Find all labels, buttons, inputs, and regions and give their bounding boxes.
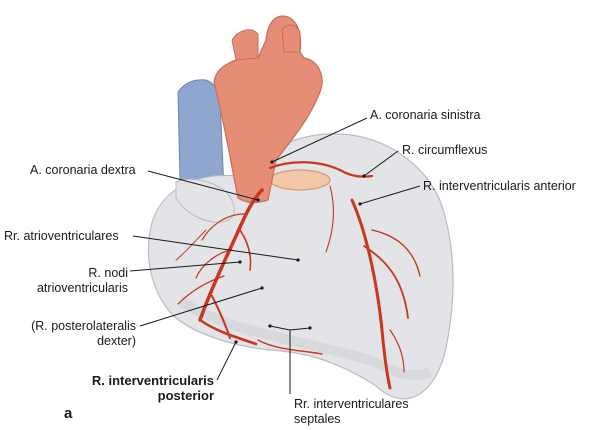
label-posterolateralis-line2: dexter): [97, 334, 136, 348]
pulmonary-ring: [269, 169, 331, 191]
label-r-nodi-line2: atrioventricularis: [36, 281, 128, 295]
label-posterolateralis-line1: (R. posterolateralis: [31, 319, 136, 333]
heart-shading: [177, 295, 432, 381]
label-septales-line2: septales: [294, 412, 341, 426]
label-interventricularis-posterior-line1: R. interventricularis: [91, 373, 214, 388]
a-coronaria-dextra-vessel: [198, 188, 264, 322]
r-posterolateralis-vessel: [211, 295, 231, 339]
r-interventricularis-anterior-vessel: [350, 198, 392, 390]
coronary-arteries: [175, 161, 421, 390]
leader-dots: [234, 160, 366, 344]
label-r-interventricularis-anterior: R. interventricularis anterior: [423, 179, 576, 193]
label-r-posterolateralis-dexter: (R. posterolateralis dexter): [10, 319, 136, 349]
figure-letter: a: [64, 405, 73, 422]
r-nodi-vessel: [239, 229, 252, 271]
aorta: [213, 15, 323, 204]
diagonal-branch: [363, 245, 409, 319]
label-a-coronaria-sinistra: A. coronaria sinistra: [370, 108, 481, 122]
label-rr-interventriculares-septales: Rr. interventriculares septales: [294, 397, 409, 427]
leader-lines: [129, 117, 421, 394]
r-interventricularis-posterior-vessel: [198, 318, 258, 346]
aorta-branch-2: [281, 24, 301, 53]
label-rr-atrioventriculares: Rr. atrioventriculares: [4, 229, 119, 243]
surface-veins: [249, 209, 321, 291]
label-r-nodi-line1: R. nodi: [88, 266, 128, 280]
label-r-circumflexus: R. circumflexus: [402, 143, 488, 157]
aorta-branch-1: [231, 29, 259, 61]
a-coronaria-sinistra-vessel: [268, 161, 342, 172]
lateral-branch: [371, 229, 421, 277]
label-interventricularis-posterior-line2: posterior: [157, 388, 214, 403]
label-r-interventricularis-posterior: R. interventricularis posterior: [60, 373, 214, 403]
label-r-nodi-atrioventricularis: R. nodi atrioventricularis: [18, 266, 128, 296]
r-circumflexus-vessel: [338, 168, 374, 178]
label-a-coronaria-dextra: A. coronaria dextra: [30, 163, 136, 177]
label-septales-line1: Rr. interventriculares: [294, 397, 409, 411]
